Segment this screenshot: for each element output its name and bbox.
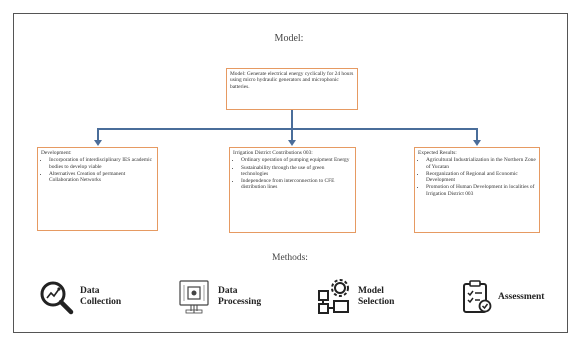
irrigation-item: Independence from interconnection to CFE…	[241, 178, 352, 191]
arrow-center	[288, 140, 296, 146]
results-item: Reorganization of Regional and Economic …	[426, 171, 536, 184]
connector-center-drop	[291, 128, 293, 141]
irrigation-title: Irrigation District Contributions 003:	[233, 150, 313, 156]
results-title: Expected Results:	[418, 150, 457, 156]
circuit-processor-icon	[179, 280, 209, 314]
method-label-line2: Selection	[358, 297, 395, 307]
results-box: Expected Results: Agricultural Industria…	[414, 147, 540, 233]
method-data-collection: Data Collection	[38, 279, 121, 315]
clipboard-checklist-icon	[463, 280, 492, 313]
method-label-line1: Data	[80, 286, 100, 296]
connector-horizontal	[97, 128, 478, 130]
method-label-line2: Collection	[80, 297, 122, 307]
irrigation-item: Ordinary operation of pumping equipment …	[241, 157, 352, 163]
method-label-line1: Model	[358, 286, 384, 296]
arrow-left	[94, 140, 102, 146]
model-heading: Model:	[274, 33, 304, 44]
connector-right-drop	[476, 128, 478, 141]
results-item: Promotion of Human Development in locali…	[426, 184, 536, 197]
methods-heading: Methods:	[272, 253, 308, 263]
arrow-right	[473, 140, 481, 146]
development-item: Incorporation of interdisciplinary IES a…	[49, 157, 154, 170]
gear-flowchart-icon	[318, 279, 349, 314]
method-assessment: Assessment	[458, 279, 544, 315]
magnifier-chart-icon	[40, 281, 74, 315]
connector-left-drop	[97, 128, 99, 141]
development-title: Development:	[41, 150, 72, 156]
model-box-text: Model: Generate electrical energy cyclic…	[230, 71, 354, 90]
development-item: Alternatives Creation of permanent Colla…	[49, 171, 154, 184]
method-label-line1: Data	[218, 286, 238, 296]
irrigation-item: Sustainability through the use of green …	[241, 165, 352, 178]
method-label-line2: Processing	[218, 297, 262, 307]
irrigation-box: Irrigation District Contributions 003: O…	[229, 147, 356, 233]
method-data-processing: Data Processing	[176, 279, 261, 315]
method-model-selection: Model Selection	[316, 279, 394, 315]
connector-vertical-main	[291, 110, 293, 129]
results-item: Agricultural Industrialization in the No…	[426, 157, 536, 170]
method-label-line1: Assessment	[498, 291, 545, 302]
model-box: Model: Generate electrical energy cyclic…	[226, 68, 358, 110]
development-box: Development: Incorporation of interdisci…	[37, 147, 158, 231]
